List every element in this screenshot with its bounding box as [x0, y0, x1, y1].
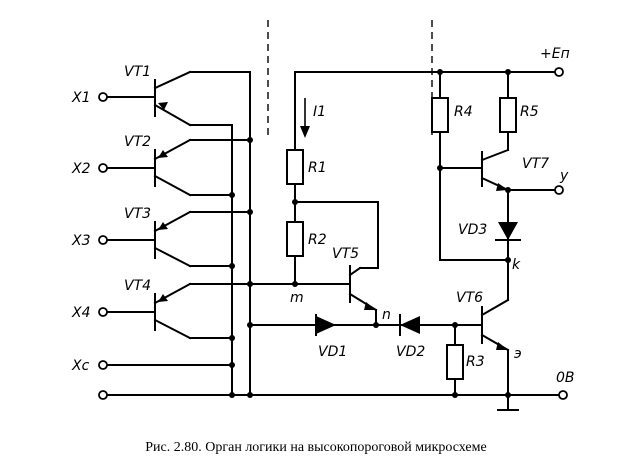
label-vt7: VT7 — [522, 156, 549, 172]
label-x2: X2 — [71, 161, 91, 177]
transistor-vt5 — [348, 265, 378, 326]
resistor-r4 — [431, 97, 449, 133]
label-vt3: VT3 — [124, 206, 151, 222]
label-r3: R3 — [466, 354, 485, 370]
resistor-r1 — [286, 149, 304, 185]
ground-symbol — [497, 394, 519, 411]
input-stage-wiring — [106, 71, 561, 396]
label-node-e: э — [514, 346, 522, 362]
label-r1: R1 — [308, 160, 327, 176]
resistor-r5 — [499, 97, 517, 133]
label-node-k: k — [512, 257, 521, 273]
label-output-y: y — [559, 168, 569, 184]
diode-vd2 — [375, 314, 483, 336]
label-vt2: VT2 — [124, 134, 151, 150]
transistor-vt3 — [106, 210, 192, 268]
label-vt5: VT5 — [332, 246, 359, 262]
label-vt4: VT4 — [124, 278, 151, 294]
label-supply: +Eп — [540, 46, 570, 62]
label-x4: X4 — [71, 305, 91, 321]
terminal-supply — [554, 67, 564, 77]
label-r4: R4 — [454, 104, 473, 120]
terminal-x3 — [98, 235, 108, 245]
terminal-x2 — [98, 163, 108, 173]
current-arrow-i1 — [300, 98, 310, 138]
label-vt6: VT6 — [456, 290, 483, 306]
label-node-n: n — [382, 307, 391, 323]
label-vt1: VT1 — [124, 64, 151, 80]
label-vd2: VD2 — [396, 344, 425, 360]
resistor-r2 — [286, 221, 304, 257]
figure-caption: Рис. 2.80. Орган логики на высокопорогов… — [145, 440, 487, 455]
label-x1: X1 — [71, 90, 91, 106]
label-r5: R5 — [520, 104, 539, 120]
label-i1: I1 — [313, 104, 326, 120]
label-x3: X3 — [71, 233, 91, 249]
resistor-r3 — [446, 344, 464, 380]
diode-vd1 — [311, 314, 377, 336]
terminal-ground-left — [98, 390, 108, 400]
transistor-vt4 — [106, 282, 192, 340]
terminal-output-y — [554, 185, 564, 195]
transistor-vt2 — [106, 138, 192, 197]
label-ground: 0B — [556, 370, 575, 386]
terminal-ground-right — [558, 390, 568, 400]
transistor-vt7 — [480, 148, 510, 216]
label-r2: R2 — [308, 232, 327, 248]
terminal-x1 — [98, 92, 108, 102]
terminal-xc — [98, 360, 108, 370]
label-vd3: VD3 — [458, 222, 487, 238]
terminal-x4 — [98, 307, 108, 317]
transistor-vt6 — [480, 298, 510, 396]
transistor-vt1 — [106, 70, 192, 127]
label-vd1: VD1 — [318, 344, 347, 360]
label-node-m: m — [290, 290, 304, 306]
label-xc: Xc — [71, 358, 90, 374]
